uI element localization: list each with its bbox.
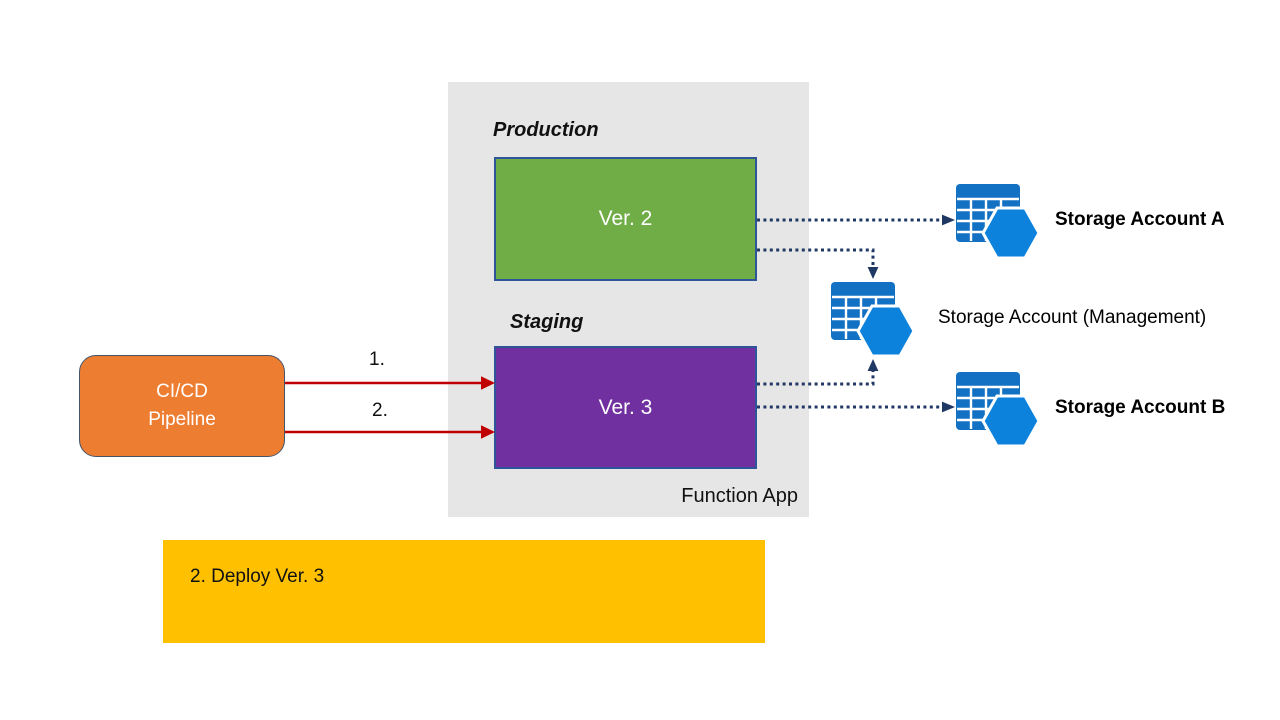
- deploy-note-text: 2. Deploy Ver. 3: [190, 566, 325, 587]
- step-2-label: 2.: [372, 400, 388, 421]
- production-version-label: Ver. 2: [598, 207, 653, 230]
- storage-account-b-label: Storage Account B: [1055, 397, 1226, 418]
- storage-account-b-icon: [955, 371, 1041, 448]
- step-1-label: 1.: [369, 349, 385, 370]
- production-slot-box: Ver. 2: [494, 157, 757, 281]
- arrowhead-storage-b: [942, 401, 955, 413]
- staging-slot-label: Staging: [510, 311, 584, 333]
- pipeline-name-line2: Pipeline: [148, 409, 216, 430]
- arrowhead-storage-a: [942, 214, 955, 226]
- staging-slot-box: Ver. 3: [494, 346, 757, 469]
- arrowhead-management-top: [867, 267, 879, 279]
- pipeline-name-line1: CI/CD: [156, 381, 208, 403]
- storage-account-management-icon: [830, 281, 916, 358]
- storage-account-a-label: Storage Account A: [1055, 209, 1225, 230]
- arrowhead-management-bottom: [867, 359, 879, 371]
- storage-account-management-label: Storage Account (Management): [938, 307, 1207, 328]
- staging-version-label: Ver. 3: [598, 395, 653, 419]
- production-slot-label: Production: [493, 119, 599, 141]
- storage-account-a-icon: [955, 183, 1041, 260]
- cicd-pipeline-node: CI/CD Pipeline: [79, 355, 285, 457]
- deploy-note-box: 2. Deploy Ver. 3: [163, 540, 765, 643]
- function-app-label: Function App: [681, 485, 798, 507]
